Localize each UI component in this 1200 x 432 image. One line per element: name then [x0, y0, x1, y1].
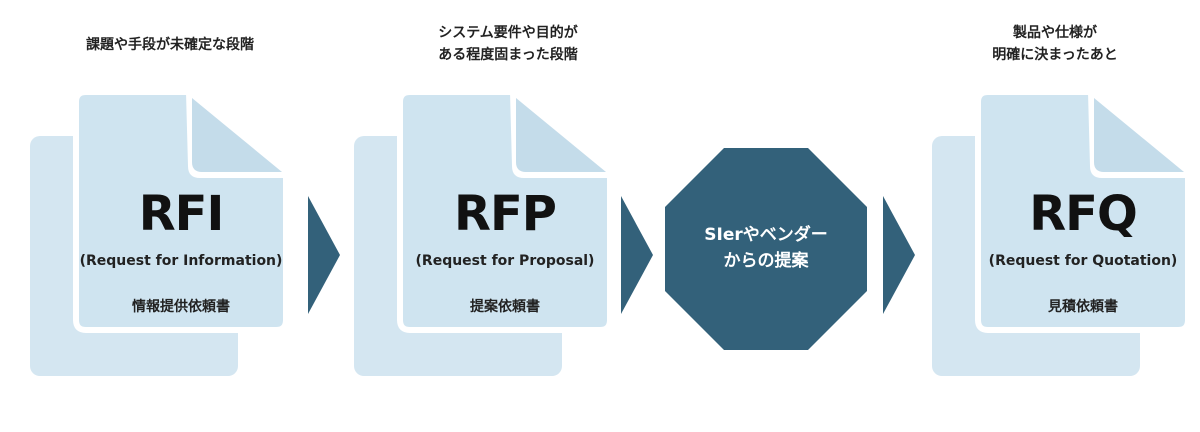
- document-icon: [932, 92, 1194, 376]
- caption-line: 明確に決まったあと: [992, 47, 1118, 63]
- doc-japanese-name: 見積依頼書: [1048, 299, 1118, 315]
- doc-japanese-name: 情報提供依頼書: [132, 299, 230, 315]
- caption-line: 課題や手段が未確定な段階: [86, 37, 254, 53]
- step-caption-rfp: システム要件や目的が ある程度固まった段階: [378, 22, 638, 66]
- document-rfp: RFP (Request for Proposal) 提案依頼書: [354, 92, 674, 432]
- step-caption-rfi: 課題や手段が未確定な段階: [40, 34, 300, 56]
- flow-arrow-1: [308, 196, 340, 314]
- document-rfi: RFI (Request for Information) 情報提供依頼書: [30, 92, 350, 432]
- doc-full-name: (Request for Proposal): [415, 253, 595, 269]
- document-icon: [30, 92, 292, 376]
- doc-full-name: (Request for Information): [79, 253, 283, 269]
- doc-abbreviation: RFQ: [1029, 186, 1138, 242]
- flow-arrow-3: [883, 196, 915, 314]
- procurement-flow-diagram: 課題や手段が未確定な段階 RFI (Request for Informatio…: [30, 22, 1188, 376]
- caption-line: 製品や仕様が: [1013, 25, 1097, 41]
- proposal-label-line: からの提案: [723, 251, 809, 271]
- doc-japanese-name: 提案依頼書: [470, 299, 540, 315]
- step-caption-rfq: 製品や仕様が 明確に決まったあと: [930, 22, 1180, 66]
- doc-abbreviation: RFP: [454, 186, 557, 242]
- document-icon: [354, 92, 616, 376]
- doc-full-name: (Request for Quotation): [988, 253, 1178, 269]
- document-rfq: RFQ (Request for Quotation) 見積依頼書: [932, 92, 1200, 432]
- proposal-label: SIerやベンダー からの提案: [665, 222, 867, 274]
- caption-line: システム要件や目的が: [438, 25, 578, 41]
- proposal-label-line: SIerやベンダー: [704, 225, 828, 245]
- doc-abbreviation: RFI: [138, 186, 225, 242]
- proposal-octagon: [665, 148, 867, 350]
- caption-line: ある程度固まった段階: [438, 47, 578, 63]
- flow-arrow-2: [621, 196, 653, 314]
